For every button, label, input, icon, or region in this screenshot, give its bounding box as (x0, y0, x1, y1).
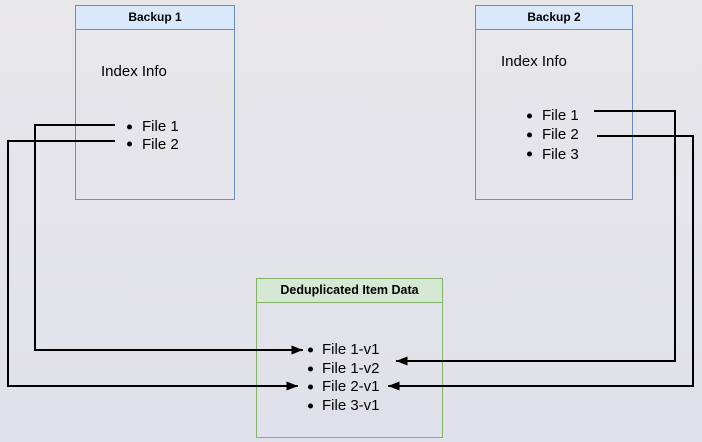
dedup-item: File 3-v1 (257, 397, 442, 416)
backup1-title: Backup 1 (76, 6, 234, 30)
backup2-title: Backup 2 (476, 6, 632, 30)
backup2-file-list: File 1 File 2 File 3 (476, 106, 632, 164)
backup2-file-item: File 2 (476, 125, 632, 144)
backup1-file-item: File 1 (76, 118, 234, 136)
backup1-file-item: File 2 (76, 136, 234, 154)
backup2-subtitle: Index Info (501, 53, 567, 70)
dedup-item-list: File 1-v1 File 1-v2 File 2-v1 File 3-v1 (257, 341, 442, 415)
backup2-box: Backup 2 Index Info File 1 File 2 File 3 (475, 5, 633, 200)
dedup-title: Deduplicated Item Data (257, 279, 442, 303)
backup2-file-item: File 3 (476, 145, 632, 164)
backup1-file-list: File 1 File 2 (76, 118, 234, 153)
dedup-box: Deduplicated Item Data File 1-v1 File 1-… (256, 278, 443, 438)
backup1-box: Backup 1 Index Info File 1 File 2 (75, 5, 235, 200)
dedup-item: File 1-v2 (257, 360, 442, 379)
backup1-subtitle: Index Info (101, 63, 167, 80)
dedup-item: File 2-v1 (257, 378, 442, 397)
backup2-file-item: File 1 (476, 106, 632, 125)
dedup-item: File 1-v1 (257, 341, 442, 360)
